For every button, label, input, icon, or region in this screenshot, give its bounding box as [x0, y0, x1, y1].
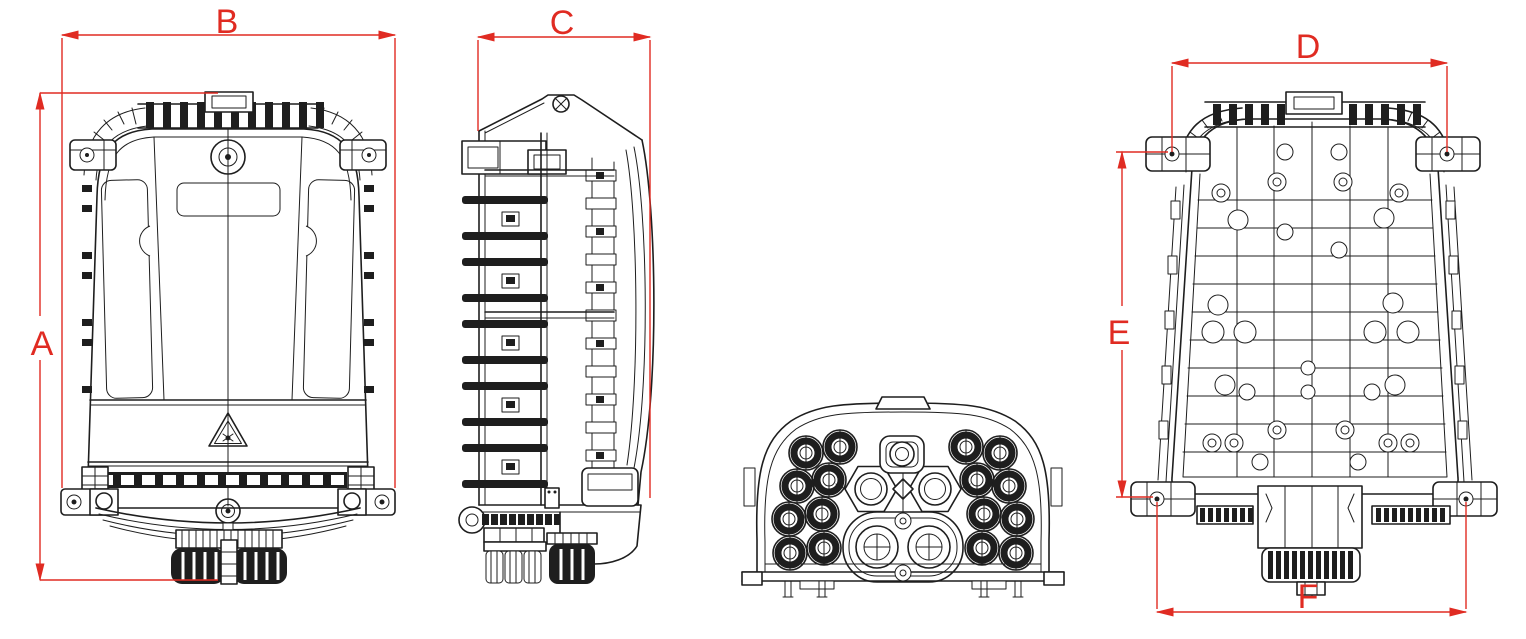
cable-glands-side — [483, 532, 598, 584]
dimension-b: B — [60, 3, 397, 488]
front-view — [60, 91, 396, 585]
side-view — [458, 94, 655, 584]
label-plate — [176, 182, 281, 217]
top-mounting-ear-left — [69, 139, 117, 171]
dimension-d: D — [1170, 28, 1449, 152]
oval-dual-port — [842, 511, 964, 583]
top-center-tab — [204, 91, 254, 113]
hinge-eye — [458, 506, 486, 534]
dimension-c: C — [476, 4, 652, 498]
top-center-port — [879, 435, 925, 474]
bottom-end-view — [741, 396, 1065, 598]
dimension-label-e: E — [1108, 314, 1131, 352]
hinge-fins — [462, 196, 548, 488]
tie-pins — [782, 580, 1024, 598]
hatch-strip — [482, 514, 560, 525]
dimension-label-c: C — [550, 4, 575, 42]
side-rails — [1157, 184, 1473, 483]
cable-ports-right — [948, 429, 1035, 571]
cable-glands-front — [171, 529, 287, 585]
corner-ribs-back — [1183, 111, 1447, 154]
dimension-a: A — [22, 91, 218, 582]
bottom-cluster-back — [1196, 485, 1451, 596]
top-tab — [875, 396, 931, 410]
laser-warning-icon — [208, 412, 248, 447]
bottom-latch-strip — [81, 466, 375, 495]
bracket-top-right — [1415, 136, 1481, 172]
dimension-label-a: A — [31, 325, 54, 363]
dimension-label-b: B — [216, 3, 239, 41]
bracket-bottom-left — [1130, 481, 1196, 517]
top-screw — [552, 95, 570, 113]
dimension-e: E — [1100, 150, 1168, 499]
side-door-panels — [100, 179, 356, 399]
tray-clips — [585, 169, 617, 462]
dimension-f: F — [1155, 502, 1468, 617]
top-hinge-ribs-back — [1204, 91, 1426, 128]
top-knob — [210, 139, 246, 175]
dimensions: A B C D E — [22, 3, 1468, 617]
top-mounting-ear-right — [339, 139, 387, 171]
cable-ports-left — [771, 429, 858, 571]
dimension-label-f: F — [1298, 578, 1319, 616]
holes-and-bosses — [1201, 143, 1420, 471]
edge-hinge-nubs — [82, 185, 374, 393]
top-hinge-ribs — [137, 91, 324, 129]
back-view — [1130, 91, 1498, 597]
dimension-label-d: D — [1296, 28, 1321, 66]
bracket-top-left — [1145, 136, 1211, 172]
